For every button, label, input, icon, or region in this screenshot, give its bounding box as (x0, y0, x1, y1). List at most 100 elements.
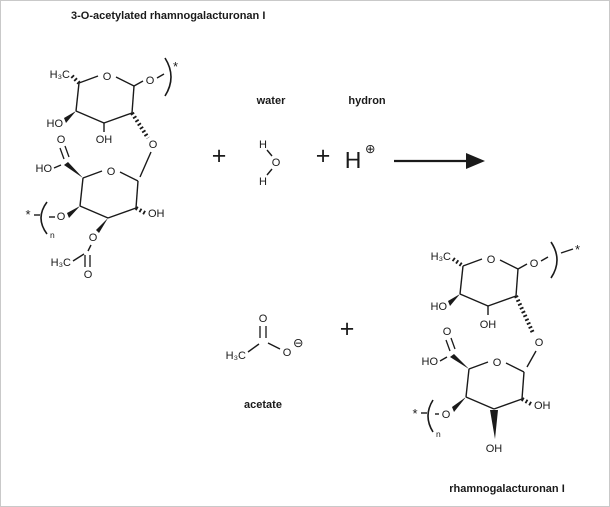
ring-bond (459, 265, 464, 295)
ring-bond (462, 258, 483, 267)
ring-oxygen-label: O (103, 71, 112, 83)
ring-bond (465, 396, 495, 410)
bond (72, 253, 85, 262)
polymer-asterisk: * (25, 207, 30, 222)
arrow-head-icon (466, 153, 485, 169)
atom-label-methyl: H₃C (226, 350, 246, 362)
atom-label-oxygen: O (57, 211, 66, 223)
bond (439, 356, 448, 362)
positive-charge: ⊕ (365, 142, 375, 156)
bond-hash (521, 397, 532, 406)
plus-sign: + (316, 142, 331, 170)
ring-bond (119, 171, 139, 182)
ring-bond (465, 368, 470, 398)
ring-bond (521, 371, 525, 400)
reactant-title: 3-O-acetylated rhamnogalacturonan I (71, 10, 265, 22)
ring-bond (505, 362, 525, 373)
ring-bond (515, 268, 519, 297)
atom-label-oh: OH (480, 319, 497, 331)
carbonyl-oxygen-label: O (57, 134, 66, 146)
bond (526, 350, 537, 368)
plus-sign: + (212, 142, 227, 170)
bond (267, 342, 281, 350)
bond (139, 151, 152, 178)
atom-label-oxygen: O (272, 157, 281, 169)
bond-hash (135, 206, 146, 215)
polymer-bracket (427, 399, 434, 433)
ring-bond (78, 75, 99, 84)
hydron-label: hydron (348, 95, 386, 107)
ring-bond (493, 398, 523, 410)
bond-wedge (67, 206, 80, 218)
atom-label-ho: HO (422, 356, 439, 368)
negative-charge: ⊖ (293, 336, 303, 350)
atom-label-oxygen: O (530, 258, 539, 270)
polymer-asterisk: * (575, 242, 580, 257)
atom-label-ho: HO (47, 118, 64, 130)
ester-oxygen-label: O (89, 232, 98, 244)
ring-bond (499, 259, 519, 270)
atom-label-oh: OH (534, 400, 551, 412)
ring-bond (79, 205, 109, 219)
carbonyl-oxygen-label: O (84, 269, 93, 281)
repeat-index: n (50, 230, 55, 240)
carbonyl-oxygen-label: O (259, 313, 268, 325)
polymer-bracket (550, 241, 558, 279)
molecule-reactant-structure: O H₃C O * HO OH O O O HO (25, 57, 178, 281)
bond-wedge (64, 162, 83, 178)
oxide-oxygen-label: O (283, 347, 292, 359)
atom-label-methyl: H₃C (50, 69, 70, 81)
plus-sign: + (340, 315, 355, 343)
ring-bond (107, 207, 137, 219)
double-bond (59, 147, 65, 160)
carbonyl-oxygen-label: O (443, 326, 452, 338)
atom-label-oxygen: O (146, 75, 155, 87)
bond (247, 343, 260, 353)
molecule-acetate: O H₃C O ⊖ acetate (226, 313, 304, 411)
atom-label-oxygen: O (442, 409, 451, 421)
polymer-bracket (40, 201, 48, 235)
atom-label-hydrogen: H (259, 176, 267, 188)
ring-bond (75, 110, 105, 124)
bond-hash (451, 257, 465, 268)
ring-bond (82, 170, 103, 179)
bond (560, 248, 574, 254)
bond-wedge (448, 294, 460, 306)
ring-bond (131, 85, 135, 114)
glycosidic-oxygen-label: O (149, 139, 158, 151)
bond-wedge (450, 354, 469, 369)
atom-label-methyl: H₃C (51, 257, 71, 269)
ring-bond (115, 76, 135, 87)
ring-oxygen-label: O (487, 254, 496, 266)
atom-label-oh: OH (96, 134, 113, 146)
atom-label-hydrogen: H (259, 139, 267, 151)
ring-bond (75, 82, 80, 112)
product-label: rhamnogalacturonan I (449, 483, 565, 495)
bond-hash (70, 74, 81, 85)
bond-wedge (64, 111, 76, 123)
molecule-hydron: hydron H ⊕ (345, 95, 386, 173)
atom-label-oh: OH (148, 208, 165, 220)
double-bond (445, 339, 451, 352)
bond (133, 80, 144, 87)
bond (517, 263, 528, 270)
bond (266, 149, 273, 157)
double-bond (64, 145, 70, 158)
bond (266, 168, 273, 176)
ring-oxygen-label: O (493, 357, 502, 369)
bond-hash (514, 295, 535, 334)
atom-label-oh: OH (486, 443, 503, 455)
ring-oxygen-label: O (107, 166, 116, 178)
atom-label-methyl: H₃C (431, 251, 451, 263)
bond-wedge (490, 410, 498, 439)
atom-label-ho: HO (36, 163, 53, 175)
bond (540, 256, 549, 262)
polymer-asterisk: * (173, 59, 178, 74)
water-label: water (256, 95, 286, 107)
glycosidic-oxygen-label: O (535, 337, 544, 349)
atom-label-ho: HO (431, 301, 448, 313)
ring-bond (487, 295, 517, 307)
bond-hash (130, 111, 150, 140)
